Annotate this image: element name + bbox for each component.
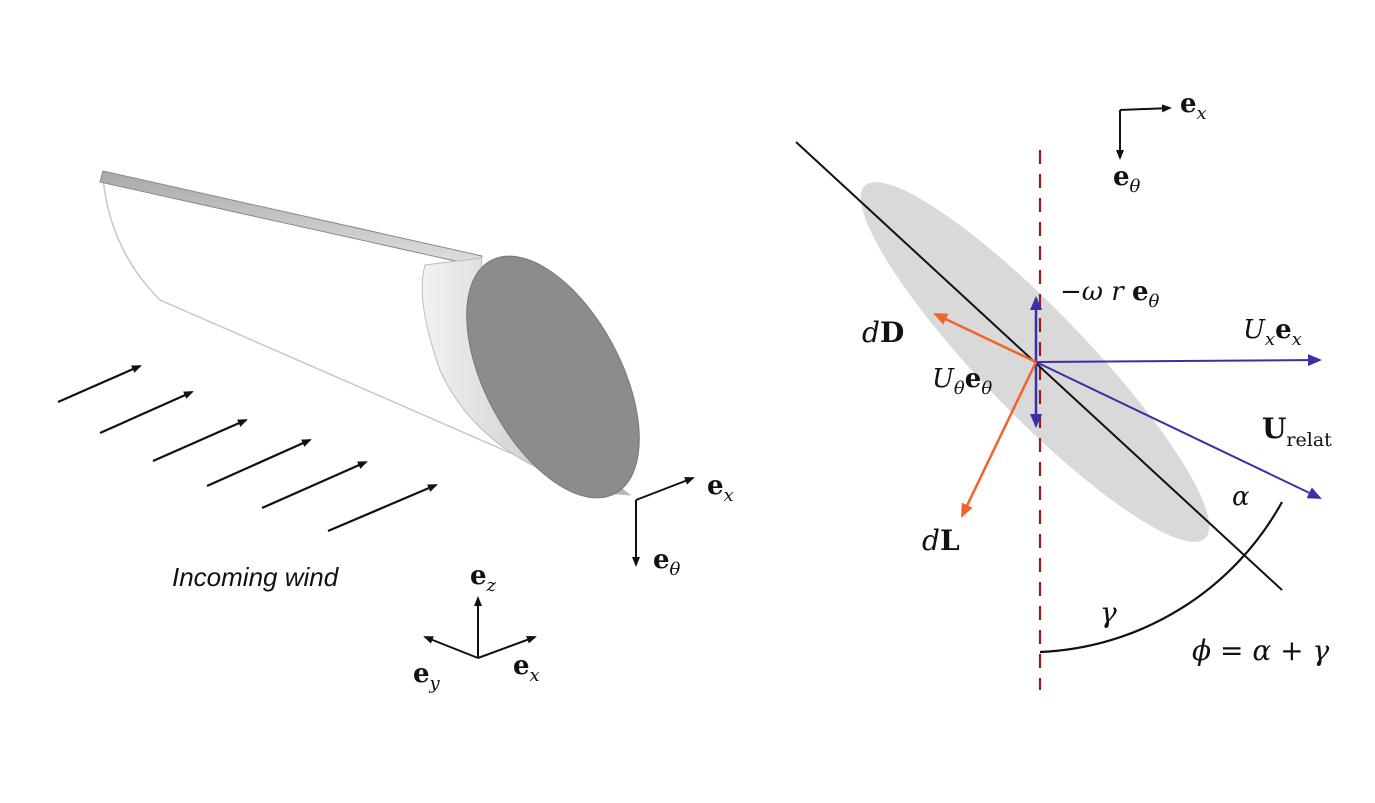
lift-label: dL	[922, 524, 960, 557]
rotor-frame-ex-arrow	[1119, 104, 1172, 113]
blade-frame-etheta-label: eθ	[653, 545, 681, 580]
blade-frame-ex-label: ex	[707, 471, 734, 506]
rotor-frame-ex-label: ex	[1180, 89, 1207, 124]
ux-arrow	[1035, 354, 1322, 367]
wind-arrow	[206, 438, 312, 488]
global-ey-label: ey	[413, 659, 441, 694]
alpha-label: α	[1232, 482, 1250, 512]
global-ey-arrow	[423, 636, 479, 659]
urelat-arrow	[1035, 361, 1322, 499]
gamma-label: γ	[1100, 596, 1117, 629]
wind-arrow	[99, 390, 194, 435]
rotor-frame-etheta-label: eθ	[1113, 162, 1141, 197]
blade-end-face	[466, 255, 640, 499]
rotor-frame-axes	[1116, 104, 1172, 160]
wind-arrow	[152, 418, 248, 463]
drag-label: dD	[862, 316, 904, 349]
utheta-label: Uθeθ	[932, 364, 992, 399]
wind-arrows	[57, 364, 438, 533]
wind-arrow	[261, 460, 368, 510]
phi-arc	[1039, 501, 1283, 654]
phi-equation: ϕ = α + γ	[1192, 634, 1330, 667]
global-ez-label: ez	[470, 561, 497, 596]
global-ex-arrow	[477, 636, 537, 659]
global-ex-label: ex	[513, 651, 540, 686]
global-frame-axes	[423, 596, 537, 659]
ux-label: Uxex	[1243, 315, 1302, 350]
blade-3d	[99, 170, 640, 499]
incoming-wind-caption: Incoming wind	[172, 562, 340, 592]
chord-line	[795, 141, 1283, 591]
lift-arrow	[960, 361, 1038, 518]
wind-arrow	[327, 483, 438, 533]
urelat-label: Urelat	[1262, 412, 1332, 451]
blade-frame-ex-arrow	[635, 477, 695, 501]
drag-arrow	[933, 312, 1037, 364]
wind-arrow	[57, 364, 142, 404]
omega-r-label: −ω r eθ	[1060, 277, 1160, 312]
blade-frame-axes	[632, 477, 695, 567]
